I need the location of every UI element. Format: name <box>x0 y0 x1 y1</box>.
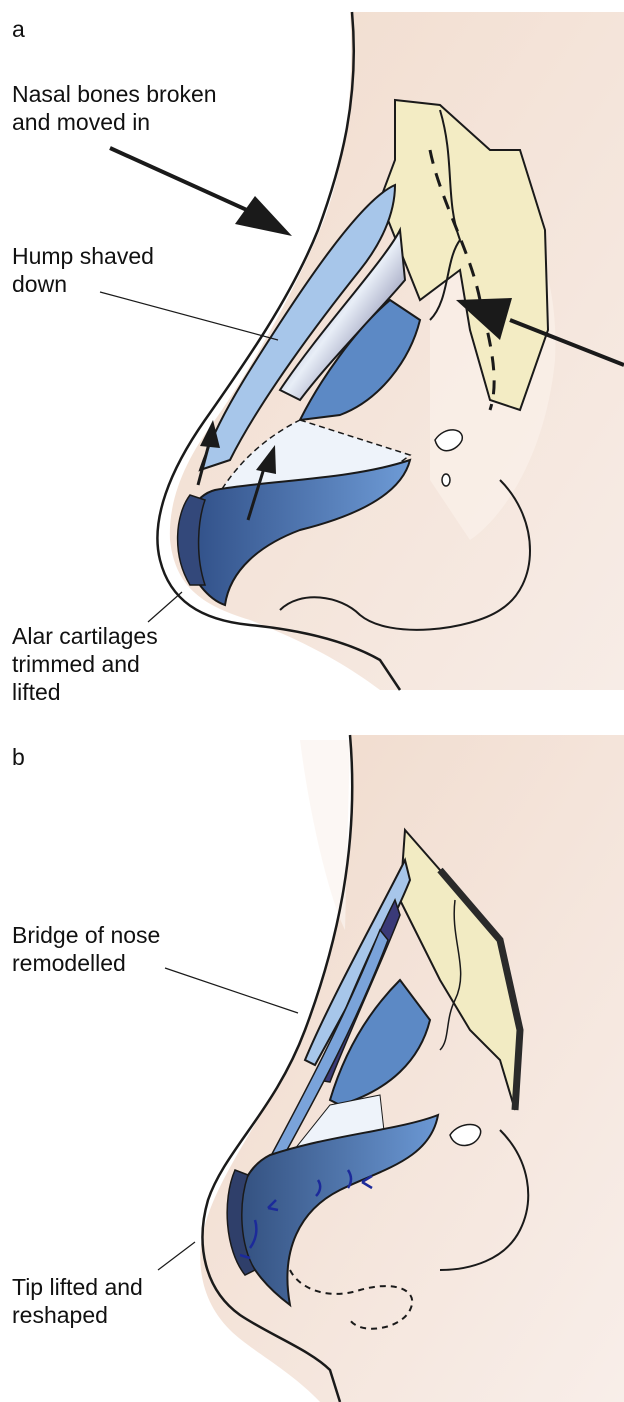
label-hump: Hump shaved down <box>12 242 154 298</box>
nostril-small <box>442 474 450 486</box>
arrow-nasal-bones-left <box>110 148 292 236</box>
panel-a-letter: a <box>12 16 25 43</box>
label-nasal-bones: Nasal bones broken and moved in <box>12 80 217 136</box>
label-alar: Alar cartilages trimmed and lifted <box>12 622 158 706</box>
leader-bridge <box>165 968 298 1013</box>
label-tip: Tip lifted and reshaped <box>12 1273 143 1329</box>
panel-b: b Bridge of nose remodelled Tip lifted a… <box>0 730 624 1402</box>
panel-b-letter: b <box>12 744 25 771</box>
leader-hump <box>100 292 278 340</box>
label-bridge: Bridge of nose remodelled <box>12 921 160 977</box>
leader-tip <box>158 1242 195 1270</box>
face-skin-b <box>200 735 624 1402</box>
panel-a: a Nasal bones broken and moved in Hump s… <box>0 0 624 700</box>
leader-alar <box>148 592 182 622</box>
